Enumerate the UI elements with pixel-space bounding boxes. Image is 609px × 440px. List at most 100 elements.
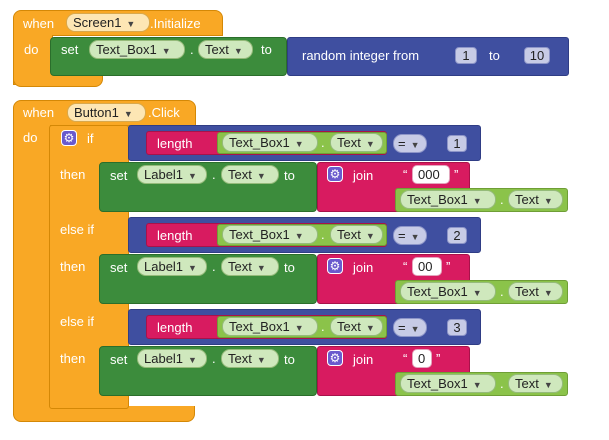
component-dropdown-screen1[interactable]: Screen1▼ xyxy=(66,13,150,32)
dot-label: . xyxy=(500,284,504,299)
chevron-down-icon: ▼ xyxy=(126,19,136,29)
else-if-label: else if xyxy=(60,314,94,329)
compare-value: 2 xyxy=(453,228,461,243)
to-value: 10 xyxy=(529,48,545,63)
getter-property-dropdown[interactable]: Text▼ xyxy=(330,133,383,152)
set-label: set xyxy=(61,42,79,57)
chevron-down-icon: ▼ xyxy=(294,323,304,333)
set-label-text-block[interactable] xyxy=(99,162,317,212)
dot-label: . xyxy=(212,259,216,274)
chevron-down-icon: ▼ xyxy=(256,171,266,181)
to-label: to xyxy=(284,352,295,367)
event-block-bottom xyxy=(13,73,103,87)
text-string-field[interactable]: 0 xyxy=(412,349,432,368)
chevron-down-icon: ▼ xyxy=(188,263,197,273)
setter-property-dropdown[interactable]: Text▼ xyxy=(221,349,279,368)
dot-label: . xyxy=(500,192,504,207)
to-label: to xyxy=(261,42,272,57)
setter-property-name: Text xyxy=(205,42,229,57)
dot-label: . xyxy=(321,135,325,150)
setter-component-name: Label1 xyxy=(144,167,184,182)
event-button1-click[interactable]: when Button1▼ .Click do ⚙ if then else i… xyxy=(0,95,609,440)
setter-component-dropdown[interactable]: Label1▼ xyxy=(137,349,207,368)
event-name-label: .Initialize xyxy=(150,16,201,31)
operator-symbol: = xyxy=(398,320,406,335)
text-string-value: 000 xyxy=(418,167,440,182)
random-from-number[interactable]: 1 xyxy=(455,47,477,64)
quote-close: ” xyxy=(436,351,441,366)
chevron-down-icon: ▼ xyxy=(233,46,243,56)
getter-property-dropdown[interactable]: Text▼ xyxy=(508,374,563,393)
chevron-down-icon: ▼ xyxy=(365,231,375,241)
event-name-label: .Click xyxy=(148,105,180,120)
setter-property-dropdown[interactable]: Text▼ xyxy=(221,257,279,276)
set-label-text-block[interactable] xyxy=(99,346,317,396)
text-string-field[interactable]: 000 xyxy=(412,165,450,184)
random-to-label: to xyxy=(489,48,500,63)
compare-number[interactable]: 2 xyxy=(447,227,467,244)
compare-value: 1 xyxy=(453,136,461,151)
setter-property-dropdown[interactable]: Text ▼ xyxy=(198,40,253,59)
operator-dropdown[interactable]: =▼ xyxy=(393,318,427,337)
operator-dropdown[interactable]: =▼ xyxy=(393,134,427,153)
then-label: then xyxy=(60,167,86,182)
then-label: then xyxy=(60,259,86,274)
chevron-down-icon: ▼ xyxy=(256,263,266,273)
gear-icon[interactable]: ⚙ xyxy=(327,350,343,366)
getter-property-name: Text xyxy=(515,192,539,207)
join-label: join xyxy=(353,352,374,367)
chevron-down-icon: ▼ xyxy=(410,232,420,242)
getter-property-dropdown[interactable]: Text▼ xyxy=(508,282,563,301)
chevron-down-icon: ▼ xyxy=(294,139,304,149)
getter-component-name: Text_Box1 xyxy=(229,135,290,150)
component-name: Button1 xyxy=(74,105,119,120)
compare-value: 3 xyxy=(453,320,461,335)
setter-component-name: Label1 xyxy=(144,259,184,274)
operator-dropdown[interactable]: =▼ xyxy=(393,226,427,245)
setter-property-name: Text xyxy=(228,351,252,366)
setter-component-dropdown[interactable]: Text_Box1▼ xyxy=(89,40,185,59)
getter-component-name: Text_Box1 xyxy=(229,319,290,334)
setter-component-name: Label1 xyxy=(144,351,184,366)
compare-number[interactable]: 1 xyxy=(447,135,467,152)
getter-property-dropdown[interactable]: Text▼ xyxy=(330,225,383,244)
chevron-down-icon: ▼ xyxy=(188,171,197,181)
gear-icon[interactable]: ⚙ xyxy=(327,166,343,182)
gear-icon[interactable]: ⚙ xyxy=(61,130,77,146)
text-string-value: 00 xyxy=(418,259,433,274)
getter-component-name: Text_Box1 xyxy=(407,192,468,207)
set-label: set xyxy=(110,352,128,367)
setter-component-dropdown[interactable]: Label1 ▼ xyxy=(137,165,207,184)
else-if-label: else if xyxy=(60,222,94,237)
chevron-down-icon: ▼ xyxy=(472,196,482,206)
getter-property-dropdown[interactable]: Text▼ xyxy=(330,317,383,336)
event-block-left xyxy=(13,125,51,415)
do-label: do xyxy=(23,130,38,145)
dot-label: . xyxy=(500,376,504,391)
random-to-number[interactable]: 10 xyxy=(524,47,550,64)
getter-component-dropdown[interactable]: Text_Box1▼ xyxy=(222,225,318,244)
getter-component-dropdown[interactable]: Text_Box1▼ xyxy=(400,374,496,393)
random-integer-block[interactable] xyxy=(287,37,569,76)
compare-number[interactable]: 3 xyxy=(447,319,467,336)
quote-open: “ xyxy=(403,167,408,182)
getter-component-dropdown[interactable]: Text_Box1 ▼ xyxy=(222,133,318,152)
setter-component-dropdown[interactable]: Label1 ▼ xyxy=(137,257,207,276)
text-string-value: 0 xyxy=(418,351,426,366)
text-string-field[interactable]: 00 xyxy=(412,257,442,276)
component-dropdown-button1[interactable]: Button1▼ xyxy=(67,103,146,122)
getter-component-dropdown[interactable]: Text_Box1 ▼ xyxy=(222,317,318,336)
quote-open: “ xyxy=(403,259,408,274)
dot-label: . xyxy=(212,351,216,366)
setter-property-dropdown[interactable]: Text▼ xyxy=(221,165,279,184)
getter-component-dropdown[interactable]: Text_Box1 ▼ xyxy=(400,190,496,209)
getter-component-name: Text_Box1 xyxy=(229,227,290,242)
getter-component-dropdown[interactable]: Text_Box1▼ xyxy=(400,282,496,301)
set-label-text-block[interactable] xyxy=(99,254,317,304)
gear-icon[interactable]: ⚙ xyxy=(327,258,343,274)
getter-property-dropdown[interactable]: Text ▼ xyxy=(508,190,563,209)
getter-property-name: Text xyxy=(515,284,539,299)
chevron-down-icon: ▼ xyxy=(543,196,553,206)
event-screen1-initialize[interactable]: when Screen1▼ .Initialize do set Text_Bo… xyxy=(0,0,609,90)
dot-label: . xyxy=(321,319,325,334)
